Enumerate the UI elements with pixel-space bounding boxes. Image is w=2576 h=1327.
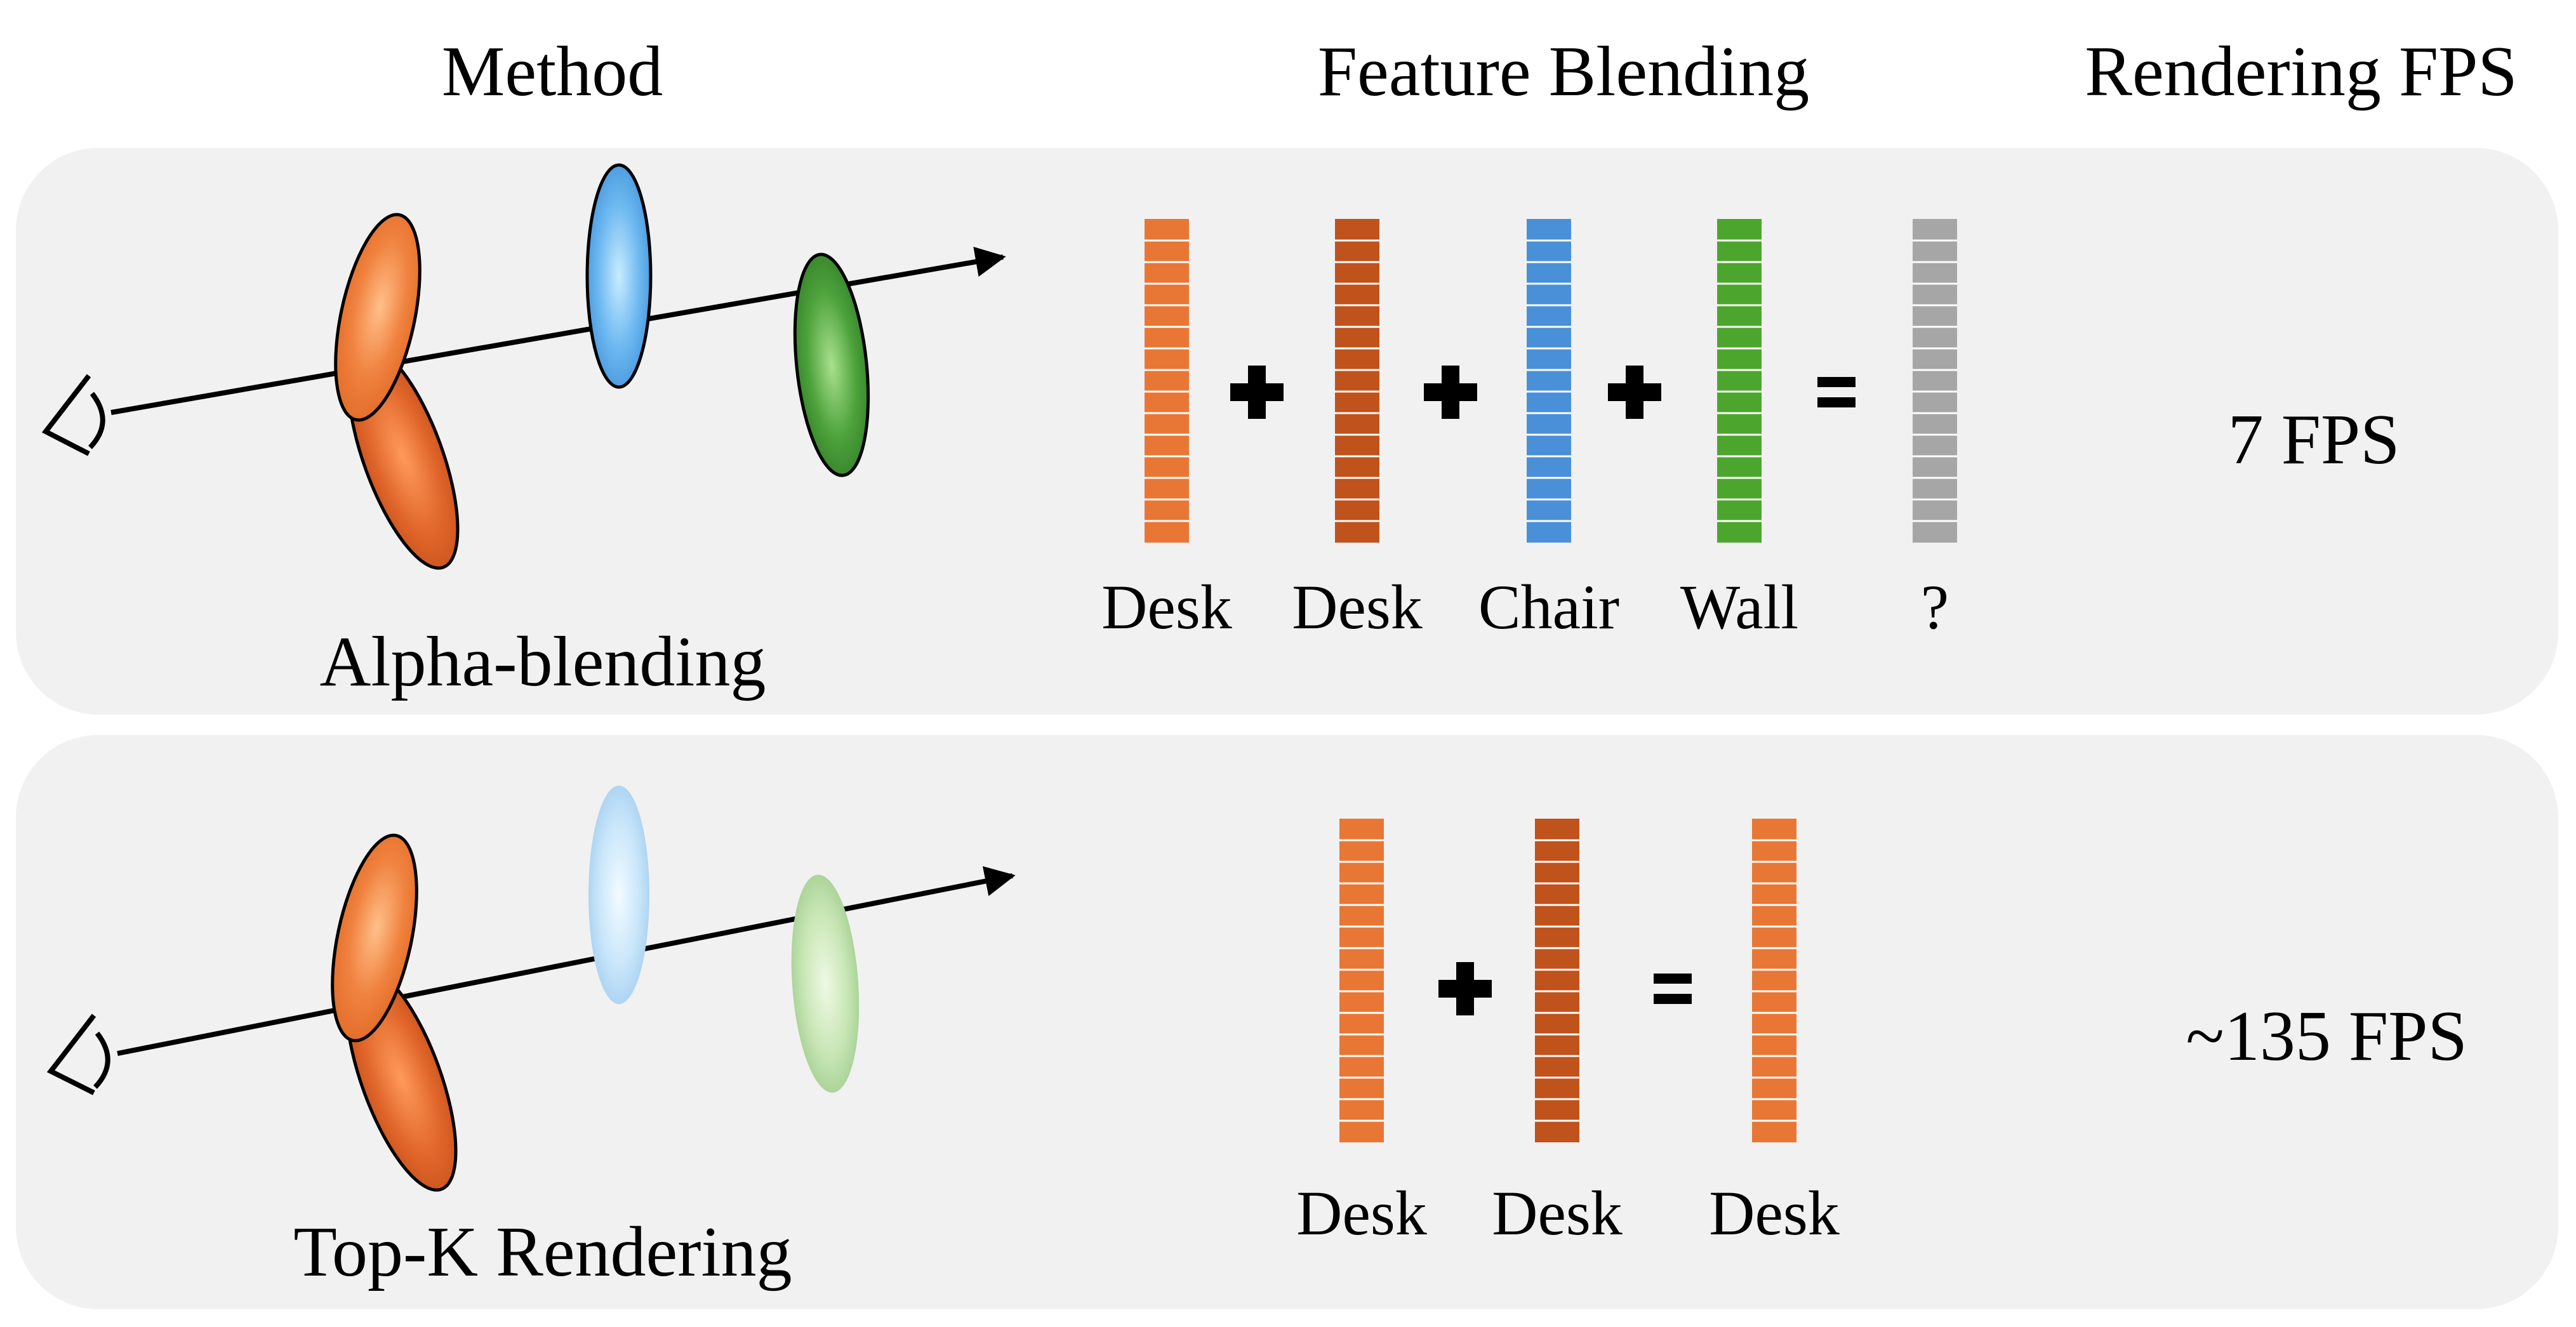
result-vector-label: Desk [1709, 1178, 1840, 1248]
feature-vector [1717, 219, 1762, 543]
equals-operator [1654, 974, 1692, 1004]
gaussian-blue [585, 163, 653, 389]
eye-icon [41, 374, 105, 456]
result-vector [1752, 819, 1796, 1142]
header-rendering-fps: Rendering FPS [2085, 32, 2517, 111]
header-feature-blending: Feature Blending [1318, 32, 1809, 111]
gaussian-green-faint [791, 875, 860, 1093]
feature-vector [1535, 819, 1579, 1142]
plus-operator [1230, 366, 1284, 419]
plus-operator [1608, 366, 1661, 419]
feature-vector-label: Desk [1292, 572, 1423, 642]
feature-vector-label: Desk [1296, 1178, 1427, 1248]
plus-operator [1438, 962, 1492, 1015]
feature-vector [1527, 219, 1571, 543]
gaussian-orange-front [334, 213, 422, 422]
panel-top-k-rendering [16, 735, 2558, 1309]
method-label-top-k-rendering: Top-K Rendering [293, 1213, 792, 1291]
feature-vector-label: Chair [1478, 572, 1619, 642]
gaussian-blue-faint [588, 786, 649, 1004]
equals-operator [1817, 377, 1856, 407]
plus-operator [1424, 366, 1477, 419]
header-method: Method [442, 32, 663, 111]
feature-vector [1145, 219, 1189, 543]
gaussian-green [793, 253, 870, 477]
method-label-alpha-blending: Alpha-blending [320, 623, 766, 701]
feature-vector [1335, 219, 1379, 543]
feature-blend-top-k: Desk Desk Desk [1296, 819, 1840, 1248]
fps-top-k-rendering: ~135 FPS [2186, 997, 2467, 1076]
feature-vector-label: Desk [1101, 572, 1232, 642]
ray-diagram-alpha-blending [41, 163, 1006, 570]
feature-blend-alpha: Desk Desk Chair Wall? [1101, 219, 1957, 642]
gaussian-orange-front [331, 833, 418, 1043]
feature-vector-label: Desk [1492, 1178, 1623, 1248]
result-vector-label: ? [1921, 572, 1949, 642]
result-vector [1913, 219, 1957, 543]
feature-vector [1339, 819, 1384, 1142]
eye-icon [46, 1013, 110, 1095]
feature-vector-label: Wall [1680, 572, 1798, 642]
ray-diagram-top-k [46, 786, 1016, 1192]
view-ray [110, 246, 1006, 415]
fps-alpha-blending: 7 FPS [2228, 400, 2400, 479]
view-ray [117, 866, 1016, 1056]
